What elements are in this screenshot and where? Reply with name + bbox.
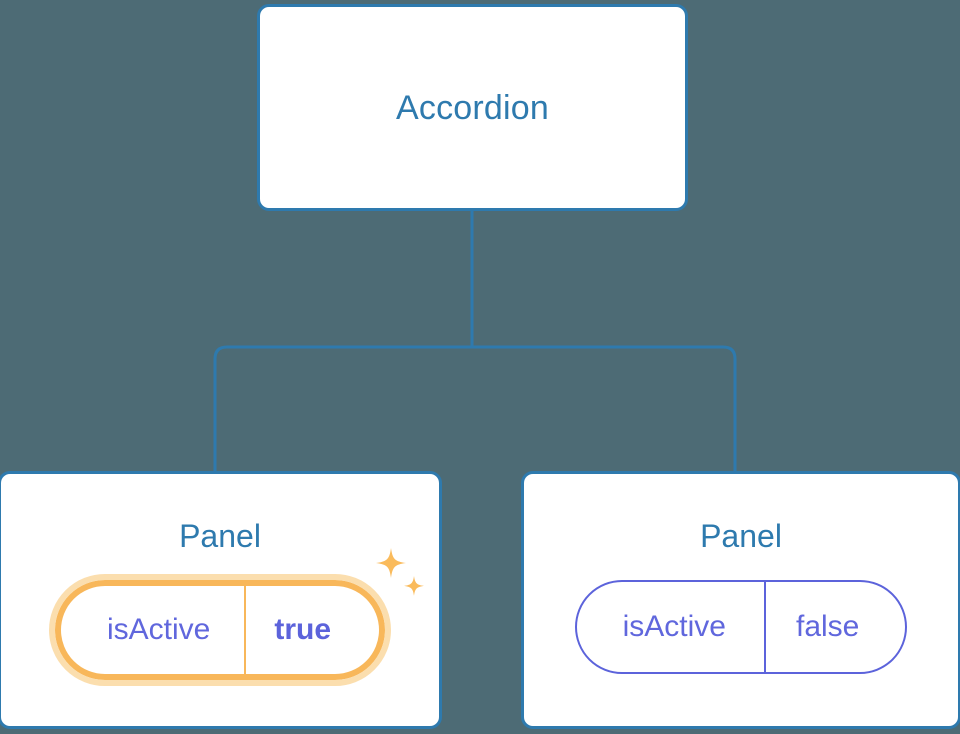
node-panel-active-title: Panel [179, 518, 261, 554]
sparkle-small-icon [404, 576, 424, 596]
node-accordion[interactable]: Accordion [257, 4, 688, 211]
prop-key-isactive: isActive [106, 613, 211, 646]
node-panel-active[interactable]: Panel isActive true [0, 471, 442, 729]
sparkle-group [376, 548, 424, 596]
node-panel-inactive-title: Panel [700, 518, 782, 554]
sparkle-large-icon [376, 548, 407, 578]
prop-pill-isactive-false[interactable]: isActive false [574, 580, 908, 674]
connector-branch-bar [213, 345, 737, 471]
prop-pill-active-wrapper: isActive true [48, 548, 424, 686]
node-panel-inactive[interactable]: Panel isActive false [521, 471, 960, 729]
node-accordion-title: Accordion [396, 88, 549, 127]
prop-value-true: true [244, 586, 379, 674]
prop-key-isactive: isActive [622, 610, 726, 643]
prop-value-false: false [763, 582, 905, 672]
prop-pill-isactive-true[interactable]: isActive true [48, 574, 392, 686]
